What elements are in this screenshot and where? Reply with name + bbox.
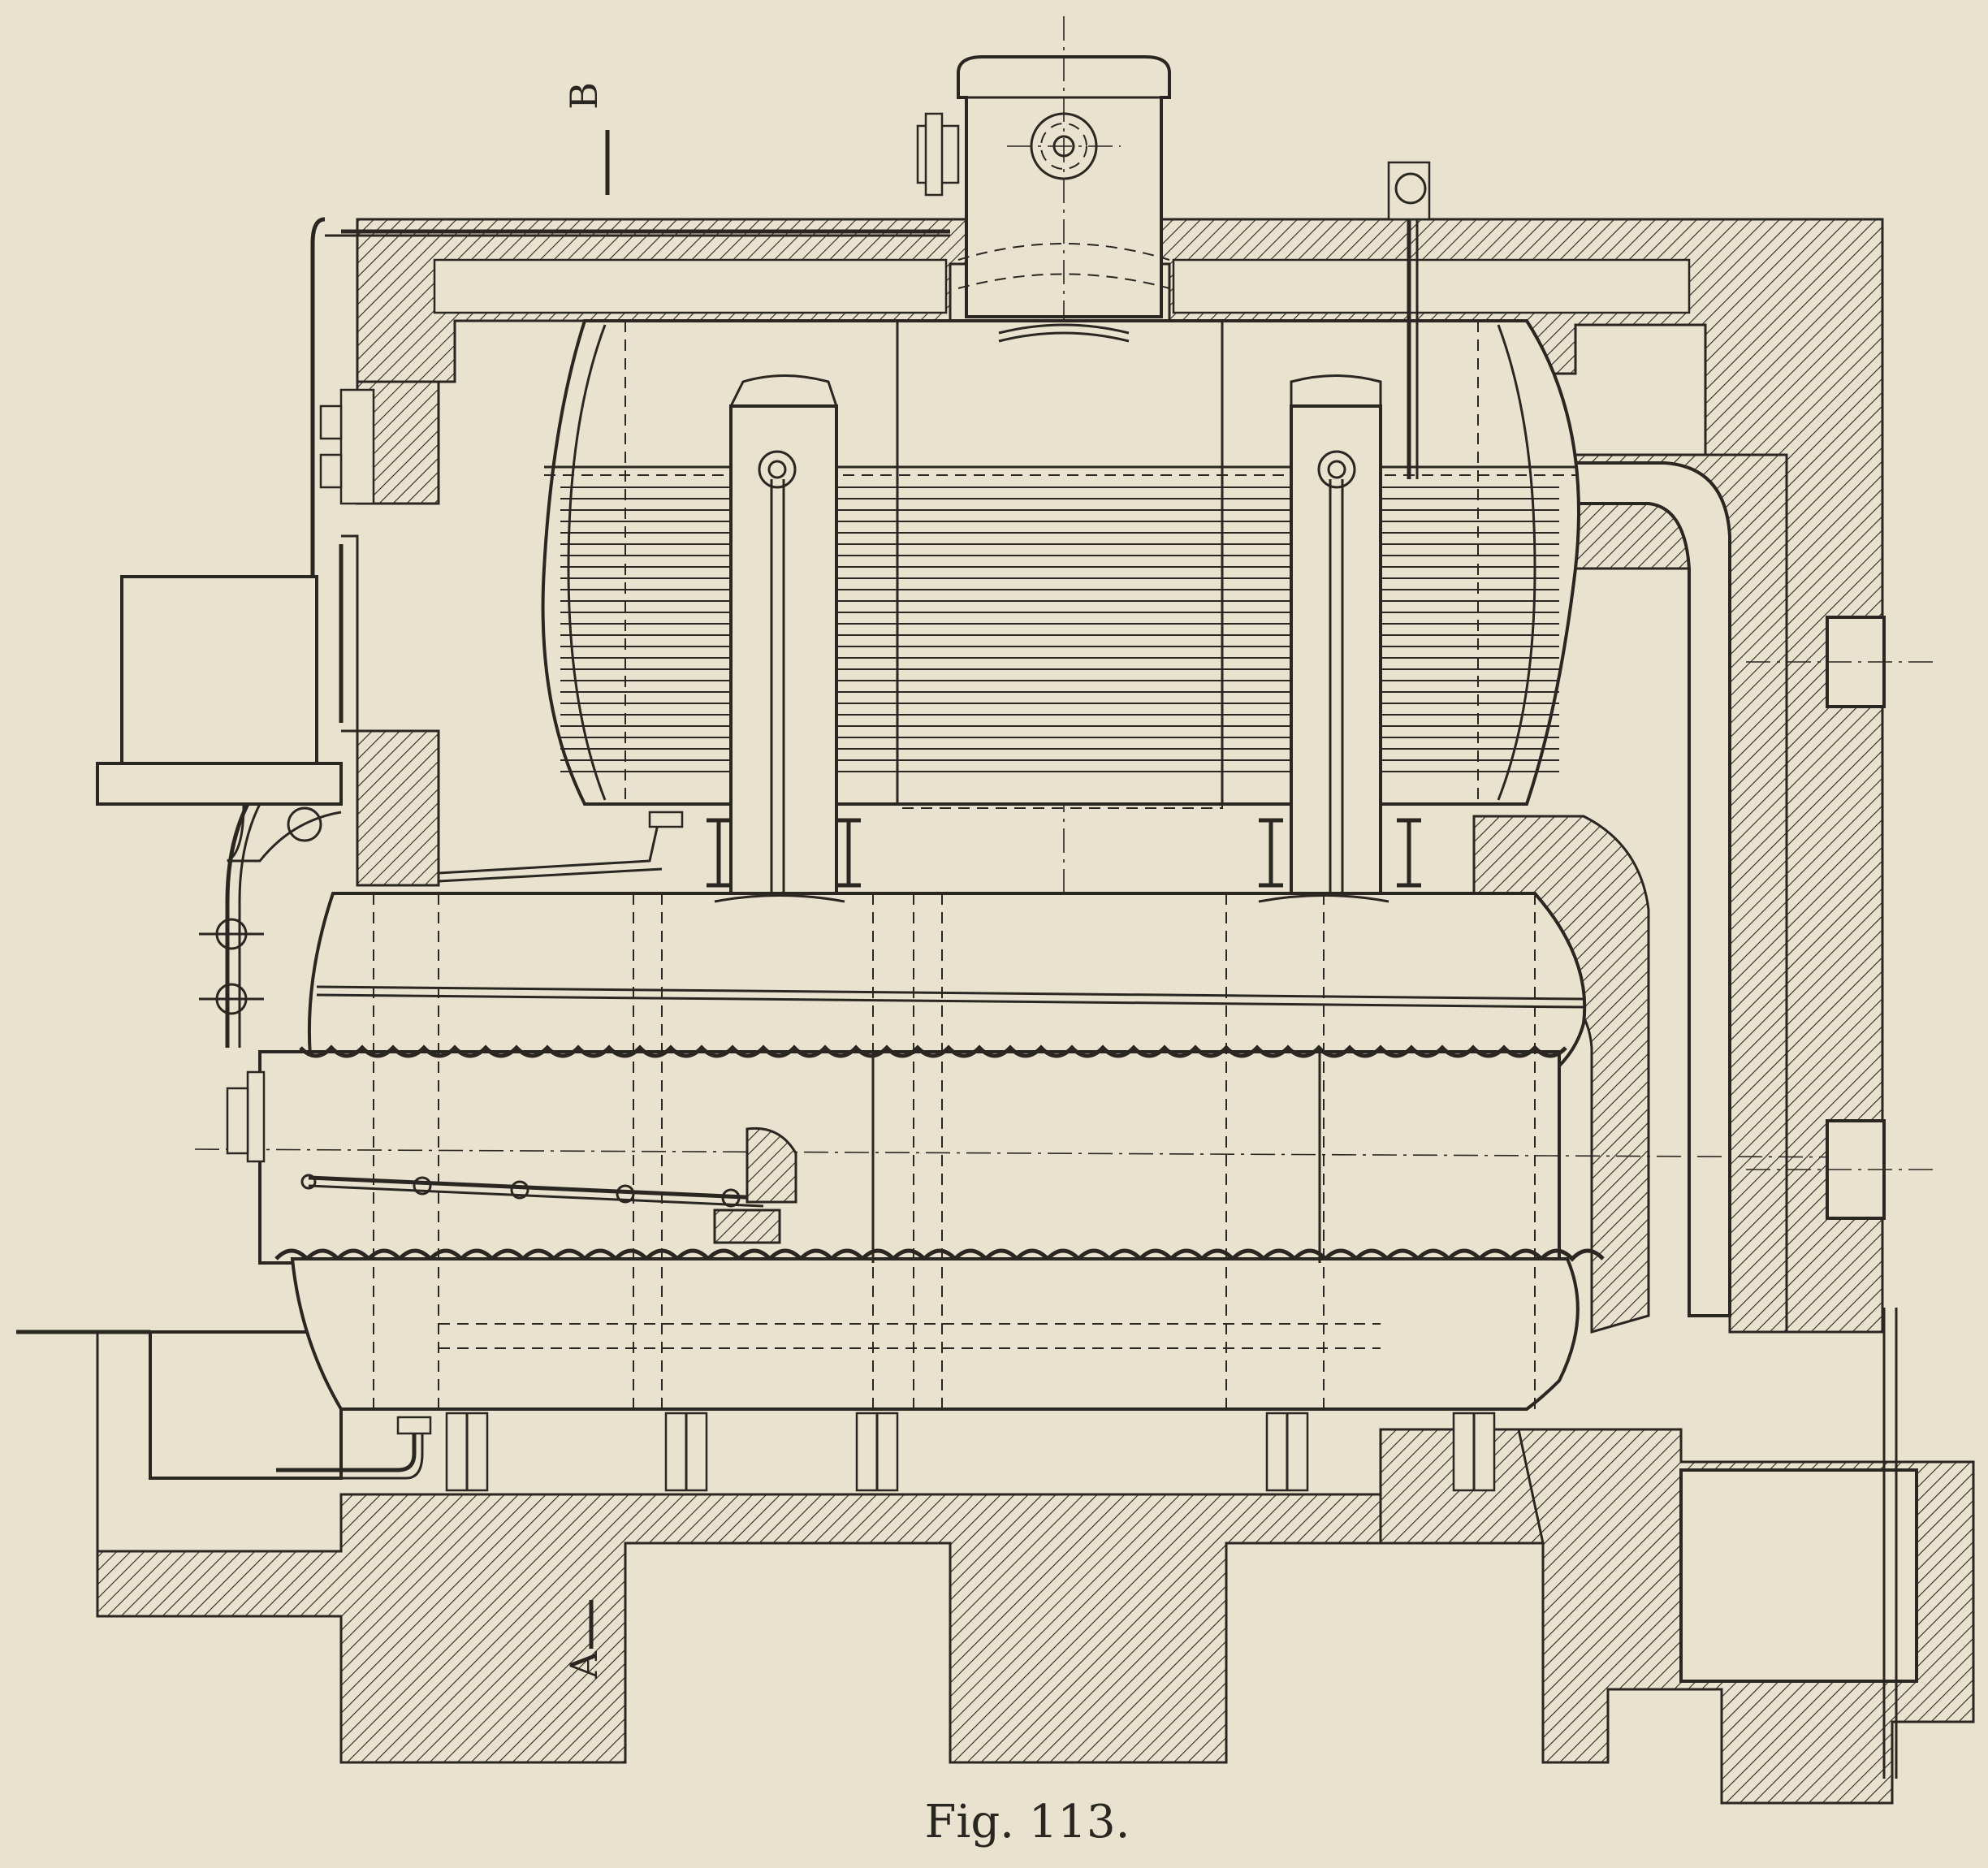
shell-supports bbox=[445, 1412, 1496, 1492]
front-fittings bbox=[96, 388, 684, 1480]
figure-caption: Fig. 113. bbox=[925, 1796, 1130, 1849]
section-marks: B A bbox=[562, 82, 610, 1680]
section-label-b: B bbox=[562, 82, 606, 110]
shell-seams bbox=[373, 893, 1536, 1409]
i-beams bbox=[707, 818, 1421, 888]
masonry-setting bbox=[16, 217, 1975, 1805]
connectors bbox=[707, 161, 1431, 1023]
lower-shell bbox=[194, 892, 1885, 1492]
inspection-doors bbox=[1746, 616, 1933, 1220]
upper-drum bbox=[541, 319, 1580, 809]
tube-bundle-upper bbox=[560, 486, 1559, 772]
section-label-a: A bbox=[562, 1651, 606, 1680]
